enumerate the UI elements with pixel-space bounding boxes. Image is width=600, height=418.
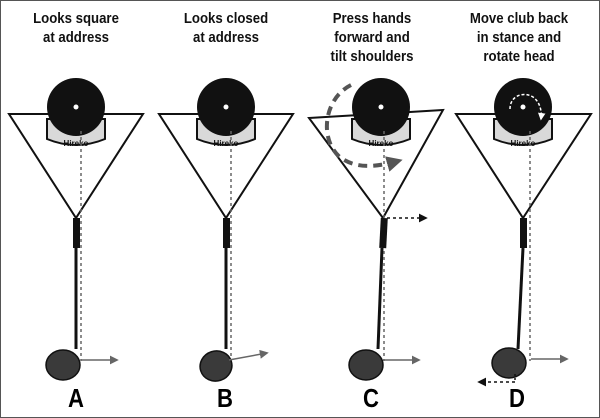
brand-label: Hireko <box>511 139 536 148</box>
panel-d: Hireko <box>454 78 593 387</box>
panel-c: Hireko <box>307 78 445 381</box>
caption-d: Move club back in stance and rotate head <box>469 10 569 65</box>
club-grip <box>379 217 388 249</box>
club-grip <box>223 218 230 248</box>
brand-label: Hireko <box>64 139 89 148</box>
club-grip <box>520 218 527 248</box>
club-shaft <box>376 247 384 350</box>
golfer-head: Hireko <box>493 78 553 148</box>
caption-a: Looks square at address <box>33 10 119 46</box>
shoulder-tilt-arrow <box>324 83 403 172</box>
club-shaft <box>516 247 525 350</box>
golfer-head: Hireko <box>351 78 411 148</box>
caption-c: Press hands forward and tilt shoulders <box>330 10 414 65</box>
face-direction-arrow <box>228 349 269 361</box>
golfer-head: Hireko <box>196 78 256 148</box>
club-head <box>491 347 527 379</box>
club-head <box>348 349 384 381</box>
panel-letter-d: D <box>509 383 525 413</box>
panel-a: Hireko <box>7 78 145 381</box>
head-rotate-arrow <box>509 93 546 121</box>
brand-label: Hireko <box>369 139 394 148</box>
club-head <box>45 349 81 381</box>
club-grip <box>73 218 80 248</box>
golfer-head: Hireko <box>46 78 106 148</box>
panel-letter-a: A <box>68 383 84 413</box>
panel-b: Hireko <box>157 78 295 382</box>
panel-letter-b: B <box>217 383 233 413</box>
caption-b: Looks closed at address <box>183 10 269 46</box>
brand-label: Hireko <box>214 139 239 148</box>
club-head <box>199 350 233 382</box>
panel-letter-c: C <box>363 383 379 413</box>
